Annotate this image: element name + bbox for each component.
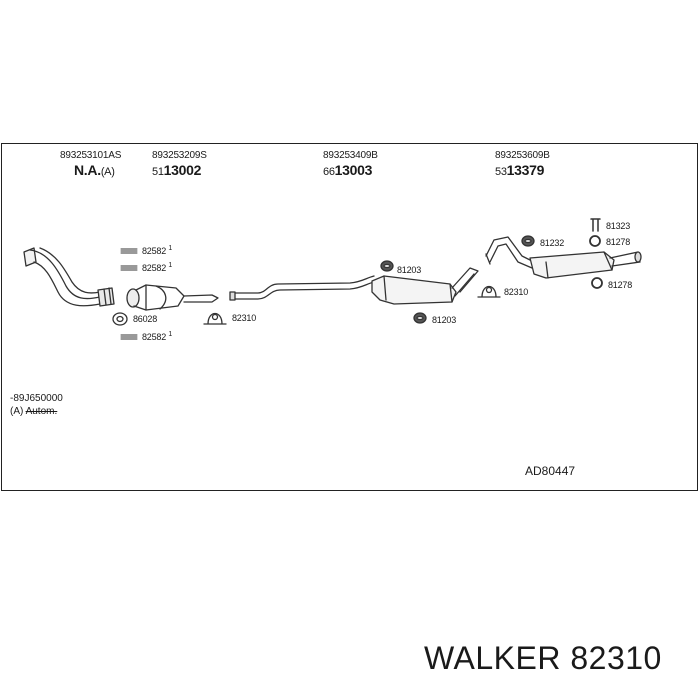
note-vin-range: -89J650000 bbox=[10, 393, 63, 404]
ring-icon-2 bbox=[591, 277, 603, 289]
clamp-icon-3 bbox=[120, 334, 138, 340]
catalytic-converter bbox=[126, 284, 219, 311]
label-rear-ring-1: 81278 bbox=[606, 237, 631, 247]
note-transmission: (A) Autom. bbox=[10, 406, 58, 417]
part-number-4: 893253609B bbox=[495, 150, 550, 161]
clamp-icon-2 bbox=[120, 265, 138, 271]
kit-number-4: 5313379 bbox=[495, 162, 545, 178]
label-bracket-right: 82310 bbox=[504, 287, 529, 297]
bracket-icon-right bbox=[477, 285, 501, 298]
hanger-icon-rear bbox=[521, 235, 535, 247]
clamp-icon-1 bbox=[120, 248, 138, 254]
label-clamp-1: 82582 1 bbox=[142, 245, 173, 256]
label-rear-top: 81323 bbox=[606, 221, 631, 231]
bracket-icon-left bbox=[203, 312, 227, 325]
label-bracket-left: 82310 bbox=[232, 313, 257, 323]
ring-icon-1 bbox=[589, 235, 601, 247]
centre-muffler bbox=[371, 267, 479, 305]
label-hanger-bottom: 81203 bbox=[432, 315, 457, 325]
diagram-frame bbox=[1, 143, 698, 491]
diagram-reference: AD80447 bbox=[525, 464, 576, 478]
label-rear-hanger: 81232 bbox=[540, 238, 565, 248]
label-hanger-top: 81203 bbox=[397, 265, 422, 275]
label-rear-ring-2: 81278 bbox=[608, 280, 633, 290]
kit-number-2: 5113002 bbox=[152, 162, 202, 178]
front-pipe bbox=[23, 247, 115, 307]
label-gasket: 86028 bbox=[133, 314, 158, 324]
bolt-icon bbox=[590, 218, 601, 232]
part-number-2: 893253209S bbox=[152, 150, 207, 161]
gasket-icon bbox=[112, 312, 128, 326]
hanger-icon-bottom bbox=[413, 312, 427, 324]
label-clamp-2: 82582 1 bbox=[142, 262, 173, 273]
part-number-1: 893253101AS bbox=[60, 150, 122, 161]
part-number-3: 893253409B bbox=[323, 150, 378, 161]
middle-pipe bbox=[229, 275, 375, 301]
kit-number-1: N.A.(A) bbox=[74, 162, 115, 178]
hanger-icon-top bbox=[380, 260, 394, 272]
brand-part-title: WALKER 82310 bbox=[424, 640, 662, 676]
label-clamp-3: 82582 1 bbox=[142, 331, 173, 342]
kit-number-3: 6613003 bbox=[323, 162, 373, 178]
rear-muffler bbox=[485, 236, 642, 279]
